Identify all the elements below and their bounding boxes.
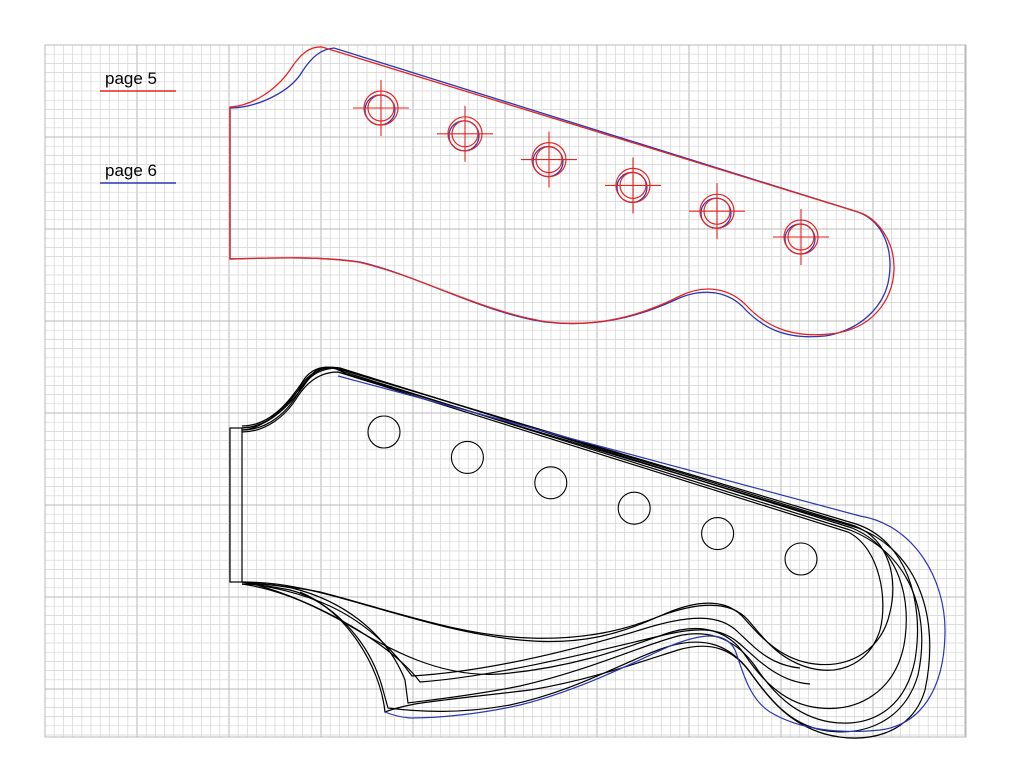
overlay-outline-5 — [241, 366, 919, 724]
headstock-overlay-outlines — [229, 366, 931, 739]
legend-label-page-5: page 5 — [105, 69, 157, 88]
tuner-holes-bottom — [367, 415, 818, 576]
overlay-outline-4 — [241, 371, 884, 671]
headstock-outline-page-5 — [229, 46, 895, 336]
nut-block — [229, 427, 243, 583]
overlay-outline-6 — [242, 366, 931, 739]
tuner-hole-overlay — [701, 517, 735, 551]
grid-border — [44, 44, 967, 738]
overlay-outline-7 — [241, 581, 801, 677]
overlay-outline-2 — [241, 366, 907, 710]
tuner-hole-overlay — [367, 415, 401, 449]
tuner-holes-top — [353, 80, 829, 265]
overlay-outline-8 — [244, 581, 811, 685]
graph-paper-grid — [44, 44, 967, 738]
tuner-hole-overlay — [534, 466, 568, 500]
legend: page 5 page 6 — [100, 69, 176, 184]
legend-label-page-6: page 6 — [105, 161, 157, 180]
tuner-hole-overlay — [784, 542, 818, 576]
tuner-hole-overlay — [617, 491, 651, 525]
overlay-outline-page-6 — [337, 375, 946, 732]
tuner-hole-overlay — [450, 440, 484, 474]
